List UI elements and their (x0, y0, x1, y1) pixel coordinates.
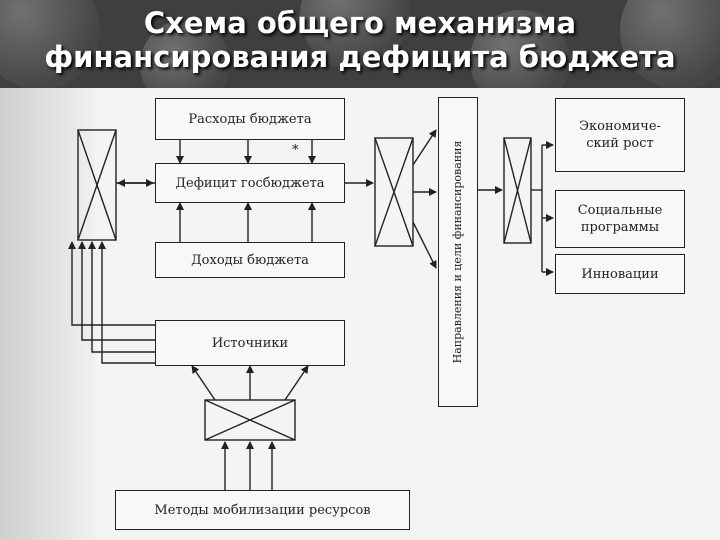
title-line-1: Схема общего механизма (143, 6, 577, 40)
arrow-sources-left (68, 241, 155, 326)
outcome-innovations-label: Инновации (581, 266, 659, 282)
arrow-sources-left (98, 241, 155, 364)
bottom-cross-line (204, 399, 296, 441)
deficit-label: Дефицит госбюджета (175, 175, 325, 191)
expenses-box: Расходы бюджета (155, 98, 345, 140)
arrow-to-sources (191, 365, 216, 401)
expenses-label: Расходы бюджета (188, 111, 312, 127)
outcome-innovations-box: Инновации (555, 254, 685, 294)
sources-label: Источники (211, 335, 289, 351)
left-cross-box (77, 129, 117, 241)
revenues-label: Доходы бюджета (191, 252, 309, 268)
page-title: Схема общего механизма финансирования де… (0, 6, 720, 74)
outcome-social-label: Социальные программы (577, 203, 663, 235)
arrow-middle-directions (412, 221, 437, 269)
outcome-growth-label: Экономиче- ский рост (579, 119, 661, 151)
left-cross-line (77, 129, 117, 241)
scan-shadow (0, 88, 95, 540)
directions-box (438, 97, 478, 407)
arrow-sources-left (78, 241, 155, 341)
methods-box: Методы мобилизации ресурсов (115, 490, 410, 530)
deficit-marker: * (292, 143, 299, 158)
directions-label: Направления и цели финансирования (451, 140, 464, 364)
revenues-box: Доходы бюджета (155, 242, 345, 278)
arrow-middle-directions (412, 129, 437, 166)
deficit-box: Дефицит госбюджета (155, 163, 345, 203)
coin-decoration (140, 20, 230, 88)
title-line-2: финансирования дефицита бюджета (44, 40, 676, 74)
title-banner: Схема общего механизма финансирования де… (0, 0, 720, 88)
outcome-social-box: Социальные программы (555, 190, 685, 248)
middle-cross-line (374, 137, 414, 247)
sources-box: Источники (155, 320, 345, 366)
methods-label: Методы мобилизации ресурсов (154, 502, 371, 518)
coin-decoration (470, 10, 570, 88)
right-cross-line (503, 137, 532, 244)
outcome-growth-box: Экономиче- ский рост (555, 98, 685, 172)
arrow-sources-left (88, 241, 155, 353)
arrow-to-sources (284, 365, 309, 401)
